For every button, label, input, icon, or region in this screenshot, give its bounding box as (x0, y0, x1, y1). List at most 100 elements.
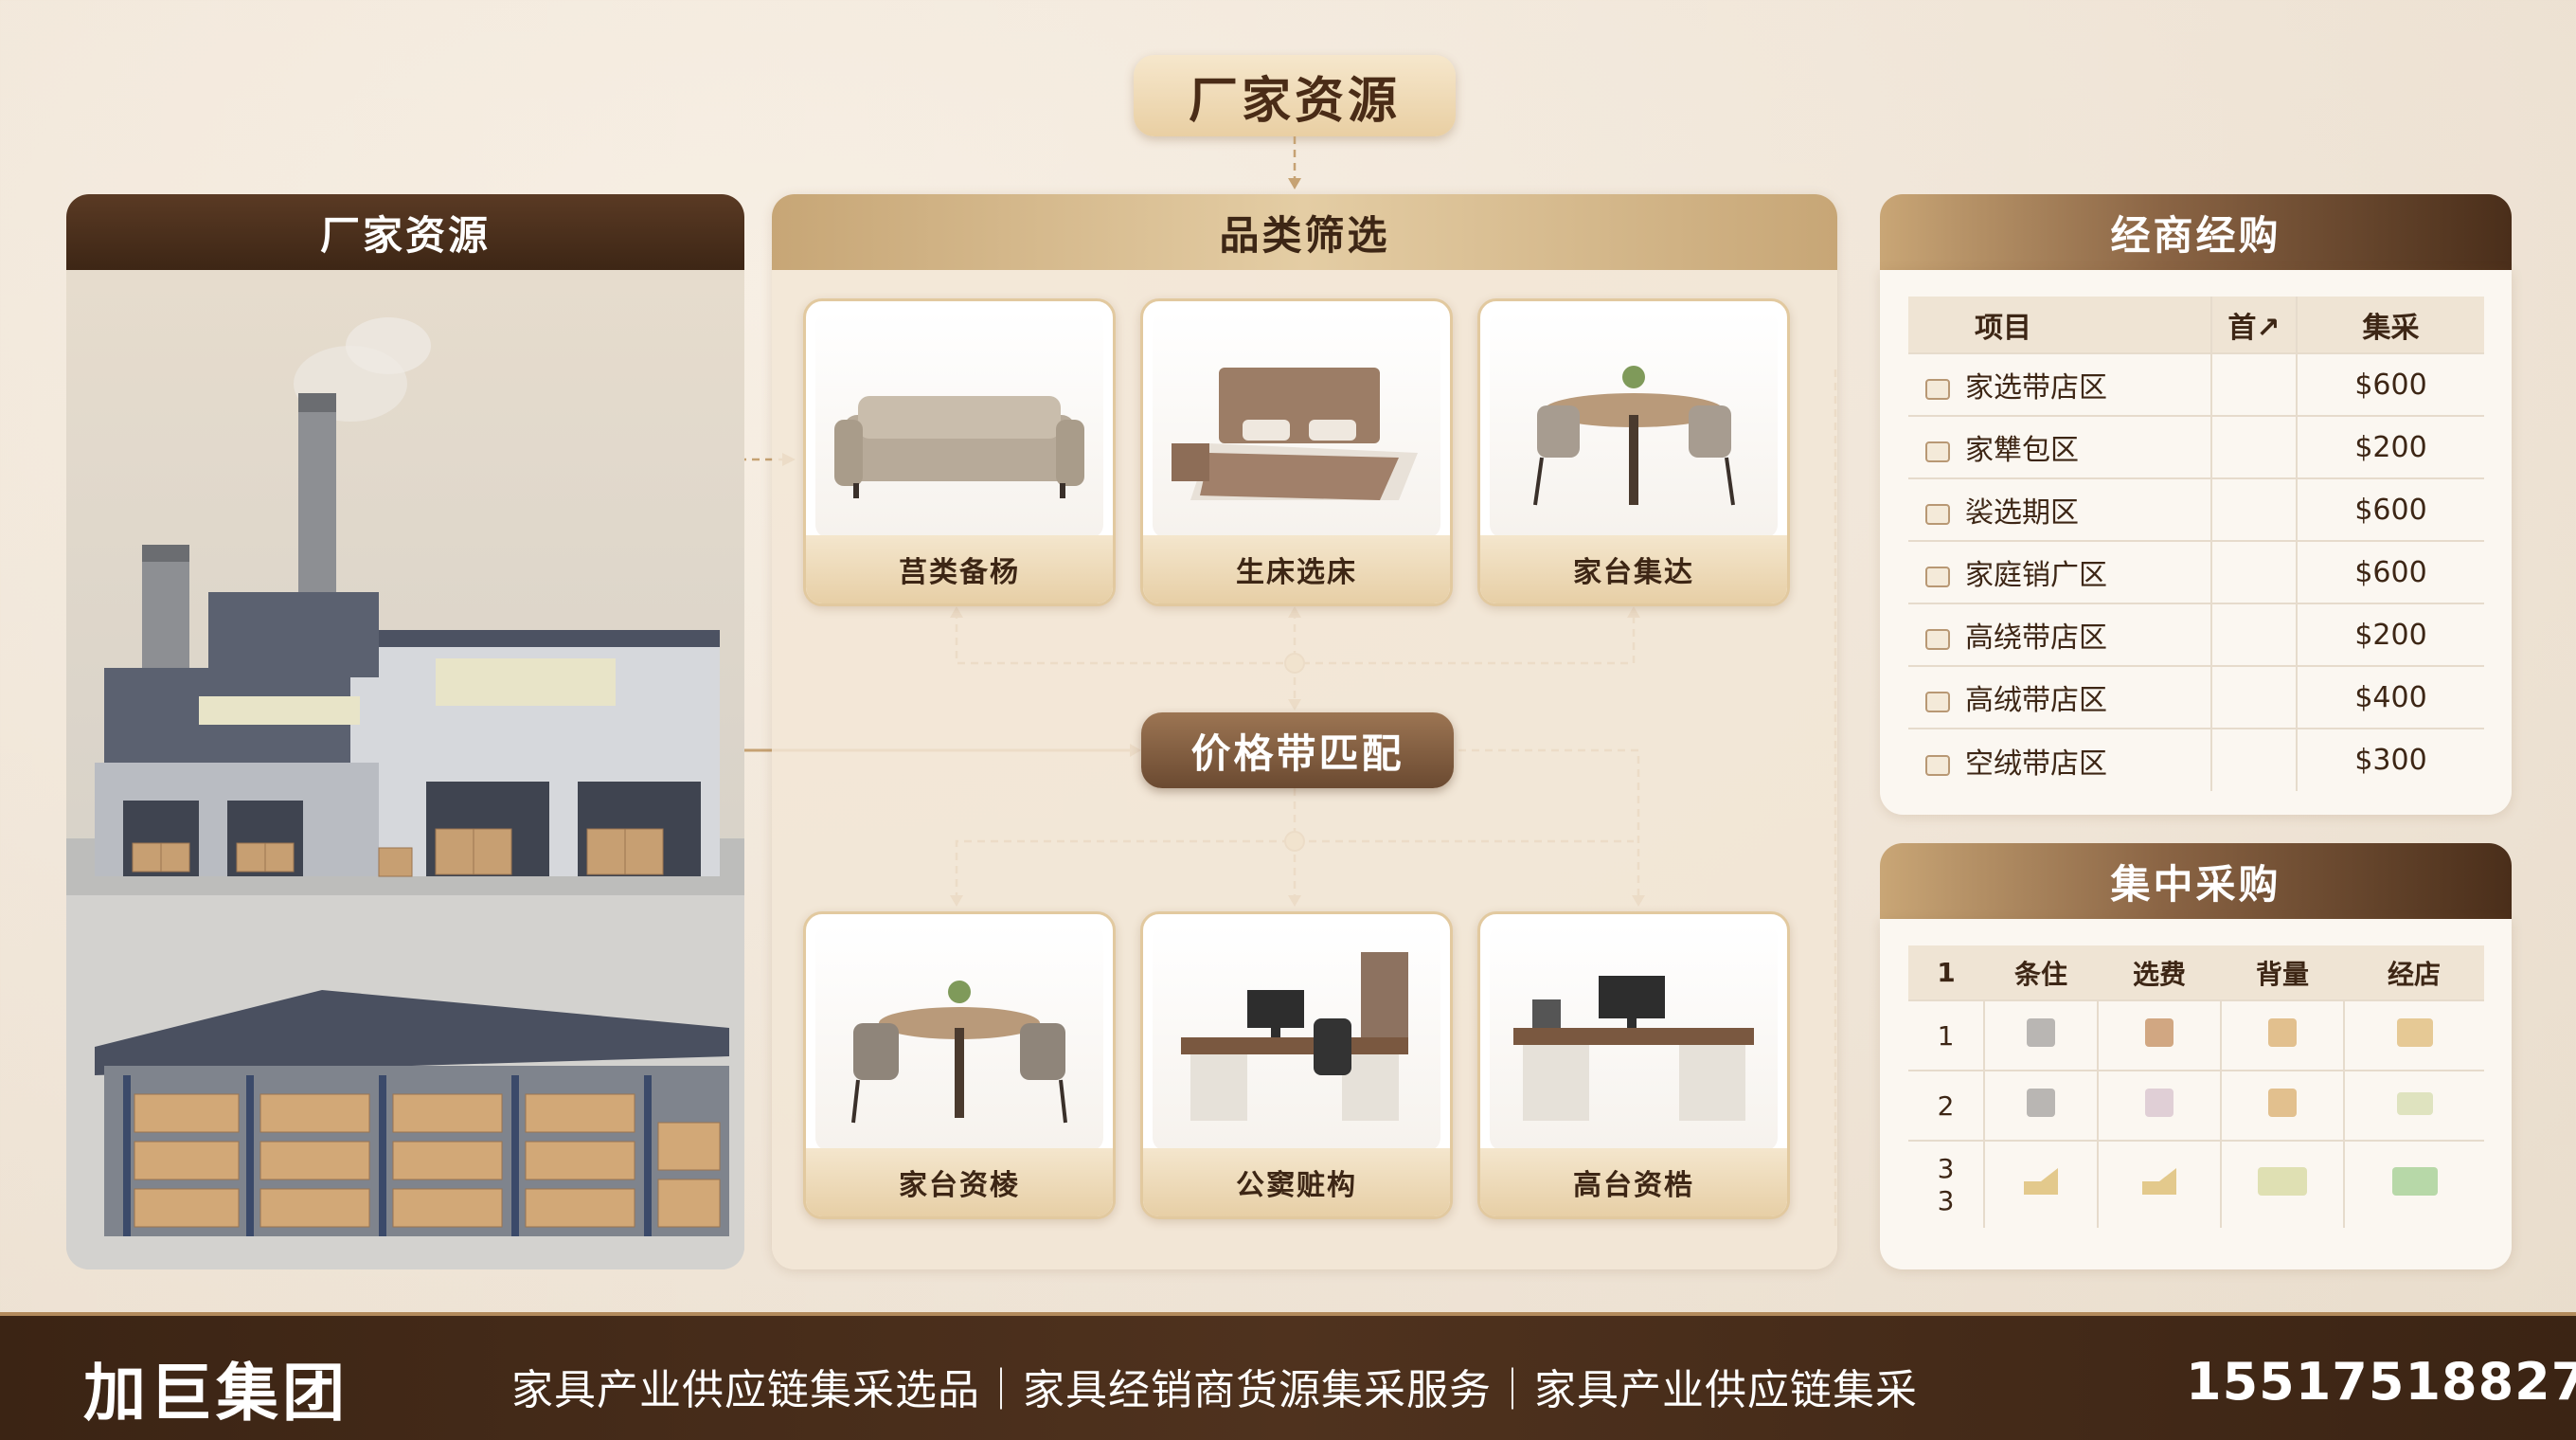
ramp-swatch-icon (2142, 1168, 2176, 1195)
factory-warehouse-image (66, 270, 744, 1269)
category-card-label: 家台集达 (1480, 535, 1787, 603)
category-card-label: 莒类备杨 (806, 535, 1113, 603)
category-card-desk[interactable]: 高台资梏 (1477, 911, 1790, 1219)
row-index: 3 3 (1908, 1140, 1984, 1228)
column-header-store: 经店 (2344, 945, 2484, 1000)
color-swatch (2391, 1167, 2438, 1196)
row-first (2210, 728, 2297, 791)
factory-panel-title: 厂家资源 (66, 194, 744, 270)
table-row[interactable]: 家庭销广区 $600 (1908, 540, 2484, 603)
brand-name: 加巨集团 (83, 1357, 349, 1430)
category-card-office[interactable]: 公窦赃构 (1140, 911, 1453, 1219)
bed-icon (1172, 368, 1418, 500)
dining-table-icon (1533, 366, 1735, 506)
color-swatch (2027, 1017, 2055, 1047)
category-card-dining-set[interactable]: 家台资棱 (803, 911, 1116, 1219)
color-swatch (2268, 1088, 2297, 1117)
color-swatch (2268, 1017, 2297, 1047)
row-name: 空绒带店区 (1965, 747, 2107, 781)
checklist-icon (1925, 754, 1950, 776)
category-card-label: 高台资梏 (1480, 1148, 1787, 1216)
checklist-icon (1925, 504, 1950, 525)
table-row[interactable]: 家犨包区 $200 (1908, 415, 2484, 478)
service-slogan: 家具产业供应链集采选品｜家具经销商货源集采服务｜家具产业供应链集采 (511, 1366, 1918, 1414)
row-price: $600 (2296, 352, 2484, 416)
desk-image (1490, 924, 1778, 1151)
row-name: 家庭销广区 (1965, 559, 2107, 592)
row-price: $400 (2296, 665, 2484, 729)
dealer-price-table: 项目 首↗ 集采 家选带店区 $600 家犨包区 $200 裟选期区 (1908, 297, 2484, 791)
color-swatch (2258, 1167, 2307, 1196)
row-first (2210, 603, 2297, 666)
row-price: $200 (2296, 415, 2484, 478)
color-swatch (2145, 1017, 2174, 1047)
sofa-image (815, 311, 1103, 538)
column-header-index: 1 (1908, 945, 1984, 1000)
checklist-icon (1925, 692, 1950, 712)
checklist-icon (1925, 441, 1950, 462)
category-panel-title: 品类筛选 (772, 194, 1837, 270)
central-purchase-panel: 集中采购 1 条住 选费 背量 经店 1 (1880, 843, 2512, 1269)
office-desk-icon (1181, 952, 1408, 1121)
row-name: 高绕带店区 (1965, 621, 2107, 655)
table-row[interactable]: 空绒带店区 $300 (1908, 728, 2484, 791)
central-purchase-title: 集中采购 (1880, 843, 2512, 919)
dealer-purchase-panel: 经商经购 项目 首↗ 集采 家选带店区 $600 家犨包区 $200 (1880, 194, 2512, 815)
column-header-group-buy: 集采 (2296, 297, 2484, 353)
category-card-sofa[interactable]: 莒类备杨 (803, 298, 1116, 606)
factory-illustration (66, 317, 744, 1269)
row-price: $600 (2296, 477, 2484, 541)
category-card-label: 生床选床 (1143, 535, 1450, 603)
central-purchase-table: 1 条住 选费 背量 经店 1 2 (1908, 945, 2484, 1228)
row-name: 家犨包区 (1965, 434, 2079, 467)
dining-table-image (1490, 311, 1778, 538)
row-name: 高绒带店区 (1965, 684, 2107, 717)
checklist-icon (1925, 567, 1950, 587)
desk-icon (1513, 976, 1754, 1121)
sofa-icon (834, 396, 1084, 498)
row-index: 2 (1908, 1070, 1984, 1141)
dining-set-icon (851, 981, 1067, 1124)
color-swatch (2396, 1017, 2433, 1047)
price-band-match-button[interactable]: 价格带匹配 (1141, 712, 1454, 788)
column-header-terms: 条住 (1984, 945, 2098, 1000)
row-first (2210, 665, 2297, 729)
column-header-volume: 背量 (2221, 945, 2344, 1000)
table-row[interactable]: 1 (1908, 999, 2484, 1071)
office-desk-image (1153, 924, 1440, 1151)
column-header-item: 项目 (1908, 297, 2211, 353)
row-first (2210, 352, 2297, 416)
table-row[interactable]: 3 3 (1908, 1140, 2484, 1228)
column-header-first: 首↗ (2210, 297, 2297, 353)
color-swatch (2027, 1088, 2055, 1117)
category-card-label: 家台资棱 (806, 1148, 1113, 1216)
footer-bar: 加巨集团 家具产业供应链集采选品｜家具经销商货源集采服务｜家具产业供应链集采 1… (0, 1312, 2576, 1440)
row-price: $300 (2296, 728, 2484, 791)
row-price: $200 (2296, 603, 2484, 666)
color-swatch (2396, 1091, 2433, 1115)
central-purchase-body: 1 条住 选费 背量 经店 1 2 (1880, 919, 2512, 1269)
table-row[interactable]: 裟选期区 $600 (1908, 477, 2484, 541)
factory-panel: 厂家资源 (66, 194, 744, 1269)
checklist-icon (1925, 379, 1950, 400)
category-card-bed[interactable]: 生床选床 (1140, 298, 1453, 606)
category-card-dining[interactable]: 家台集达 (1477, 298, 1790, 606)
page-title: 厂家资源 (1134, 55, 1456, 136)
row-first (2210, 477, 2297, 541)
checklist-icon (1925, 629, 1950, 650)
table-row[interactable]: 2 (1908, 1070, 2484, 1141)
dealer-purchase-title: 经商经购 (1880, 194, 2512, 270)
row-name: 裟选期区 (1965, 496, 2079, 530)
row-index: 1 (1908, 999, 1984, 1071)
table-row[interactable]: 高绒带店区 $400 (1908, 665, 2484, 729)
row-price: $600 (2296, 540, 2484, 603)
color-swatch (2145, 1088, 2174, 1117)
bed-image (1153, 311, 1440, 538)
table-row[interactable]: 高绕带店区 $200 (1908, 603, 2484, 666)
ramp-swatch-icon (2024, 1168, 2058, 1195)
category-card-label: 公窦赃构 (1143, 1148, 1450, 1216)
contact-phone[interactable]: 15517518827 (2186, 1352, 2576, 1412)
row-first (2210, 415, 2297, 478)
table-row[interactable]: 家选带店区 $600 (1908, 352, 2484, 416)
row-name: 家选带店区 (1965, 371, 2107, 405)
